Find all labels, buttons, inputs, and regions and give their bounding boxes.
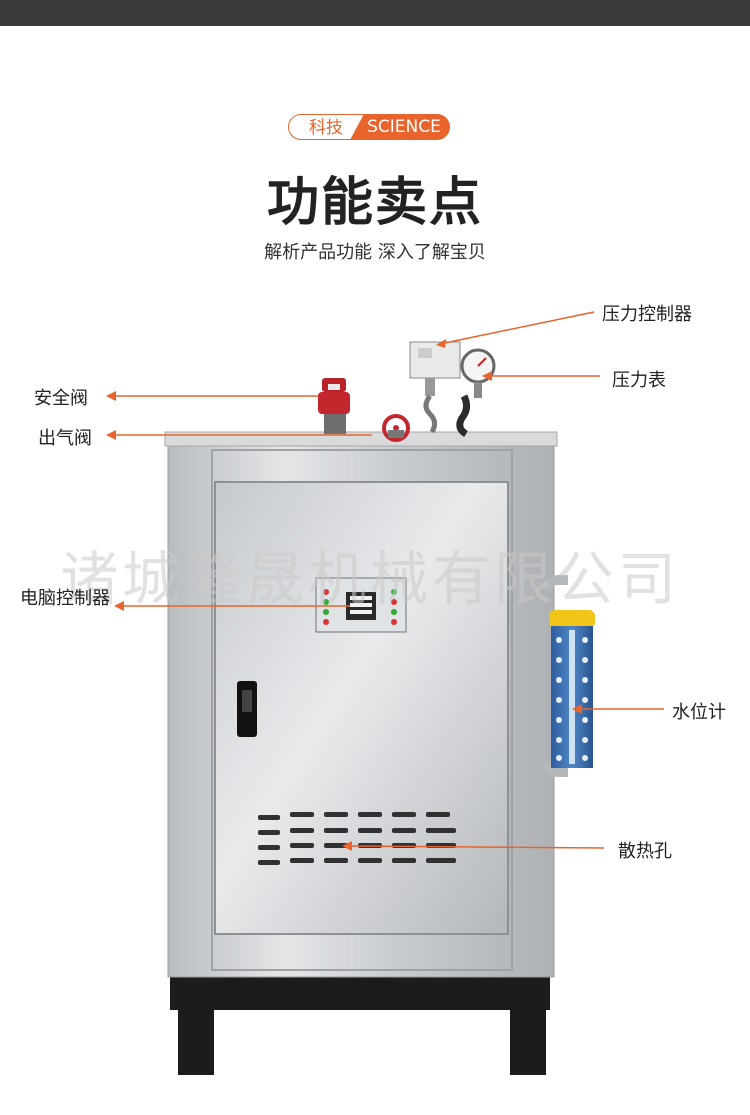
callout-arrows [106,311,664,851]
label-water-level-gauge: 水位计 [672,702,726,723]
outlet-valve [382,414,410,442]
label-safety-valve: 安全阀 [34,388,88,409]
page-subtitle: 解析产品功能 深入了解宝贝 [264,242,486,263]
pressure-controller [409,341,461,434]
water-level-gauge [543,575,595,777]
leg-left [178,1005,214,1075]
leg-right [510,1005,546,1075]
label-computer-controller: 电脑控制器 [20,588,110,609]
label-outlet-valve: 出气阀 [38,428,92,449]
science-tag: 科技 SCIENCE [288,114,450,142]
label-pressure-gauge: 压力表 [612,370,666,391]
pressure-gauge [456,348,496,438]
label-pressure-controller: 压力控制器 [602,304,692,325]
page-title: 功能卖点 [266,173,483,233]
cabinet-frame [211,449,513,971]
top-bar [0,0,750,26]
base-frame [170,975,550,1010]
safety-valve [318,378,350,434]
cabinet-top [164,431,558,447]
watermark: 诸城隆晟机械有限公司 [60,545,681,613]
tag-en: SCIENCE [350,114,450,140]
label-vent-holes: 散热孔 [618,841,672,862]
